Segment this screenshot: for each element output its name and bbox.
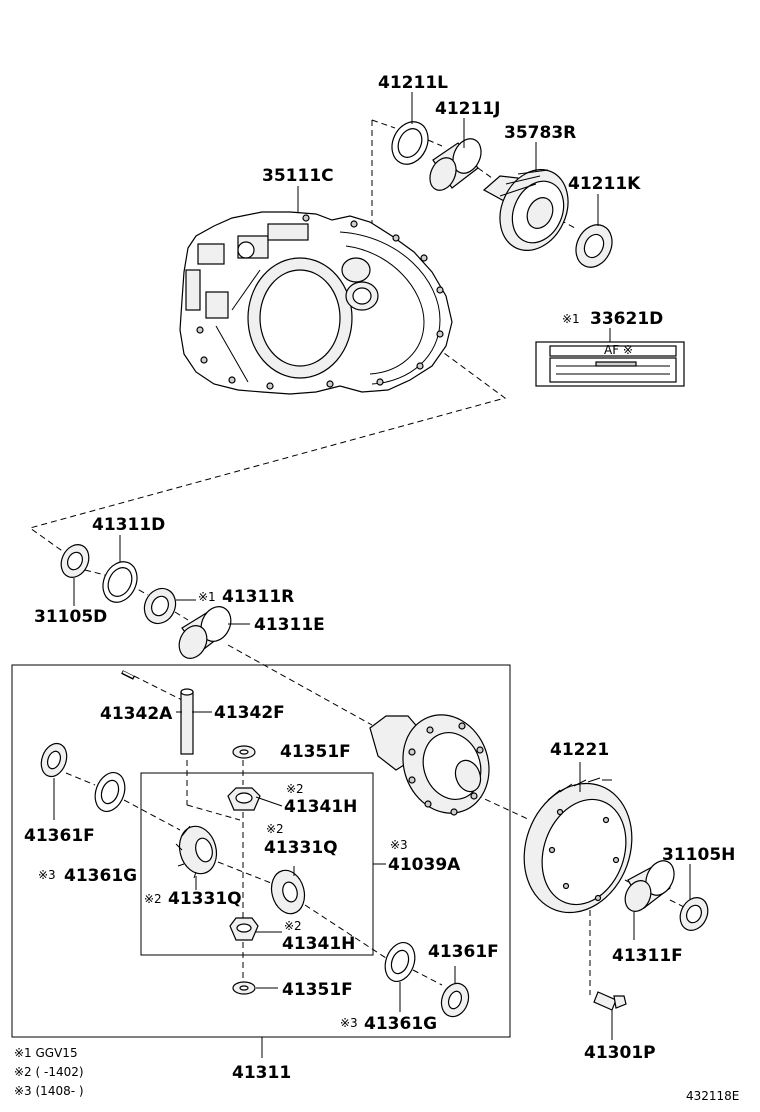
differential-assembly-box <box>11 664 511 1038</box>
part-label-41311R: 41311R <box>222 587 294 607</box>
differential-case <box>369 714 490 816</box>
ring-gear-41221 <box>523 777 633 914</box>
part-label-33621D: 33621D <box>590 309 663 329</box>
part-label-41331Q-right: 41331Q <box>264 838 338 858</box>
part-label-41361G-left: 41361G <box>64 866 137 886</box>
footnote-3: ※3 (1408- ) <box>14 1084 84 1098</box>
washer-41361F-right <box>440 982 470 1018</box>
part-label-41211J: 41211J <box>435 99 500 119</box>
part-label-41311D: 41311D <box>92 515 165 535</box>
part-label-35111C: 35111C <box>262 166 334 186</box>
bearing-41211K <box>575 224 613 268</box>
washer-41361G-right <box>384 942 416 982</box>
part-label-41331Q-left: 41331Q <box>168 889 242 909</box>
part-label-41342F: 41342F <box>214 703 285 723</box>
pinion-shaft-41342F <box>180 688 194 755</box>
note-mark-1-bearing: ※1 <box>198 590 216 604</box>
part-label-41039A: 41039A <box>388 855 461 875</box>
pinion-gear-41341H-top <box>227 787 261 811</box>
washer-41351F-bottom <box>232 981 256 995</box>
part-label-31105H: 31105H <box>662 845 735 865</box>
note-mark-2-pinion-bottom: ※2 <box>284 919 302 933</box>
washer-41361G-left <box>94 772 126 812</box>
side-gear-41331Q-right <box>270 869 306 915</box>
note-mark-2-pinion-top: ※2 <box>286 782 304 796</box>
oil-seal-31105H <box>679 897 709 931</box>
pin-41342A <box>121 670 135 680</box>
part-label-41211K: 41211K <box>568 174 641 194</box>
leader-lines <box>53 92 691 1058</box>
caution-label-plate: AF ※ <box>535 341 685 387</box>
shim-41311D <box>102 561 138 603</box>
bearing-race-41211J <box>429 138 482 191</box>
part-label-41351F-top: 41351F <box>280 742 351 762</box>
af-label-text: AF ※ <box>604 343 633 357</box>
part-label-41341H-top: 41341H <box>284 797 357 817</box>
bearing-41311E <box>178 606 232 659</box>
part-label-41351F-bottom: 41351F <box>282 980 353 1000</box>
figure-id: 432118E <box>686 1089 739 1103</box>
part-label-41301P: 41301P <box>584 1043 656 1063</box>
part-label-41311F: 41311F <box>612 946 683 966</box>
note-mark-2-side-gear-right: ※2 <box>266 822 284 836</box>
washer-41361F-left <box>40 742 68 778</box>
part-label-41211L: 41211L <box>378 73 448 93</box>
note-mark-3-subassembly: ※3 <box>390 838 408 852</box>
oil-seal-31105D <box>60 544 90 578</box>
part-label-41221: 41221 <box>550 740 609 760</box>
washer-41351F-top <box>232 745 256 759</box>
note-mark-3-washer-right: ※3 <box>340 1016 358 1030</box>
part-label-41311: 41311 <box>232 1063 291 1083</box>
footnote-1: ※1 GGV15 <box>14 1046 78 1060</box>
part-label-41361F-left: 41361F <box>24 826 95 846</box>
bearing-41311F <box>624 860 675 912</box>
note-mark-3-washer-left: ※3 <box>38 868 56 882</box>
side-gear-41331Q-left <box>175 825 218 879</box>
bolt-41301P <box>593 991 627 1011</box>
oil-seal-41211L <box>391 121 429 165</box>
note-mark-1-label-plate: ※1 <box>562 312 580 326</box>
part-label-31105D: 31105D <box>34 607 107 627</box>
pinion-gear-41341H-bottom <box>229 917 259 941</box>
bearing-41311R <box>143 587 177 625</box>
part-label-41342A: 41342A <box>100 704 173 724</box>
gear-35783R <box>482 169 569 251</box>
transaxle-case <box>179 211 453 395</box>
part-label-41341H-bottom: 41341H <box>282 934 355 954</box>
part-label-41361F-right: 41361F <box>428 942 499 962</box>
footnote-2: ※2 ( -1402) <box>14 1065 84 1079</box>
note-mark-2-side-gear-left: ※2 <box>144 892 162 906</box>
part-label-35783R: 35783R <box>504 123 576 143</box>
part-label-41361G-right: 41361G <box>364 1014 437 1034</box>
part-label-41311E: 41311E <box>254 615 325 635</box>
